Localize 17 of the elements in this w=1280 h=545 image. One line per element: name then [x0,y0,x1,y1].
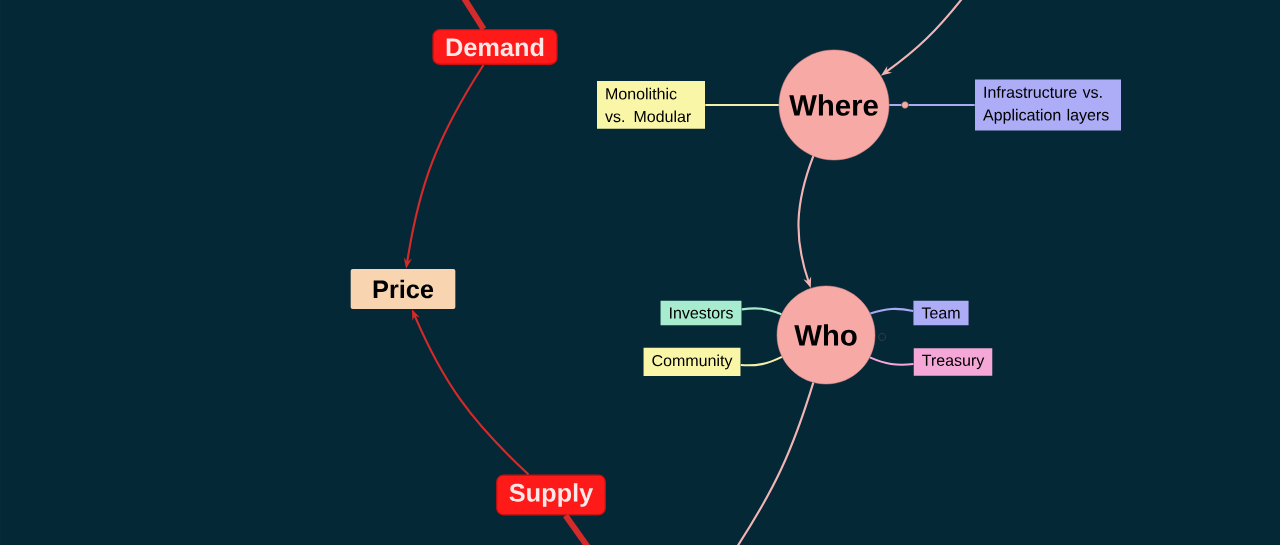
note-box: Monolithic vs. Modular [597,81,705,129]
note-box: Treasury [913,348,993,376]
connector-line [740,355,783,367]
connector-line [741,307,782,316]
connector-line [869,356,914,366]
note-box: Team [913,300,969,326]
connector-line [870,307,914,315]
connector-line [563,513,593,545]
note-box: Infrastructure vs. Application layers [975,79,1121,131]
connector-line [705,103,779,107]
note-box: Community [643,347,741,377]
topic-box: Demand [432,29,558,65]
topic-box: Price [350,269,456,309]
connector-line [734,382,815,545]
connector-line [889,103,975,107]
topic-box: Supply [496,474,606,516]
connector-line [459,0,487,31]
